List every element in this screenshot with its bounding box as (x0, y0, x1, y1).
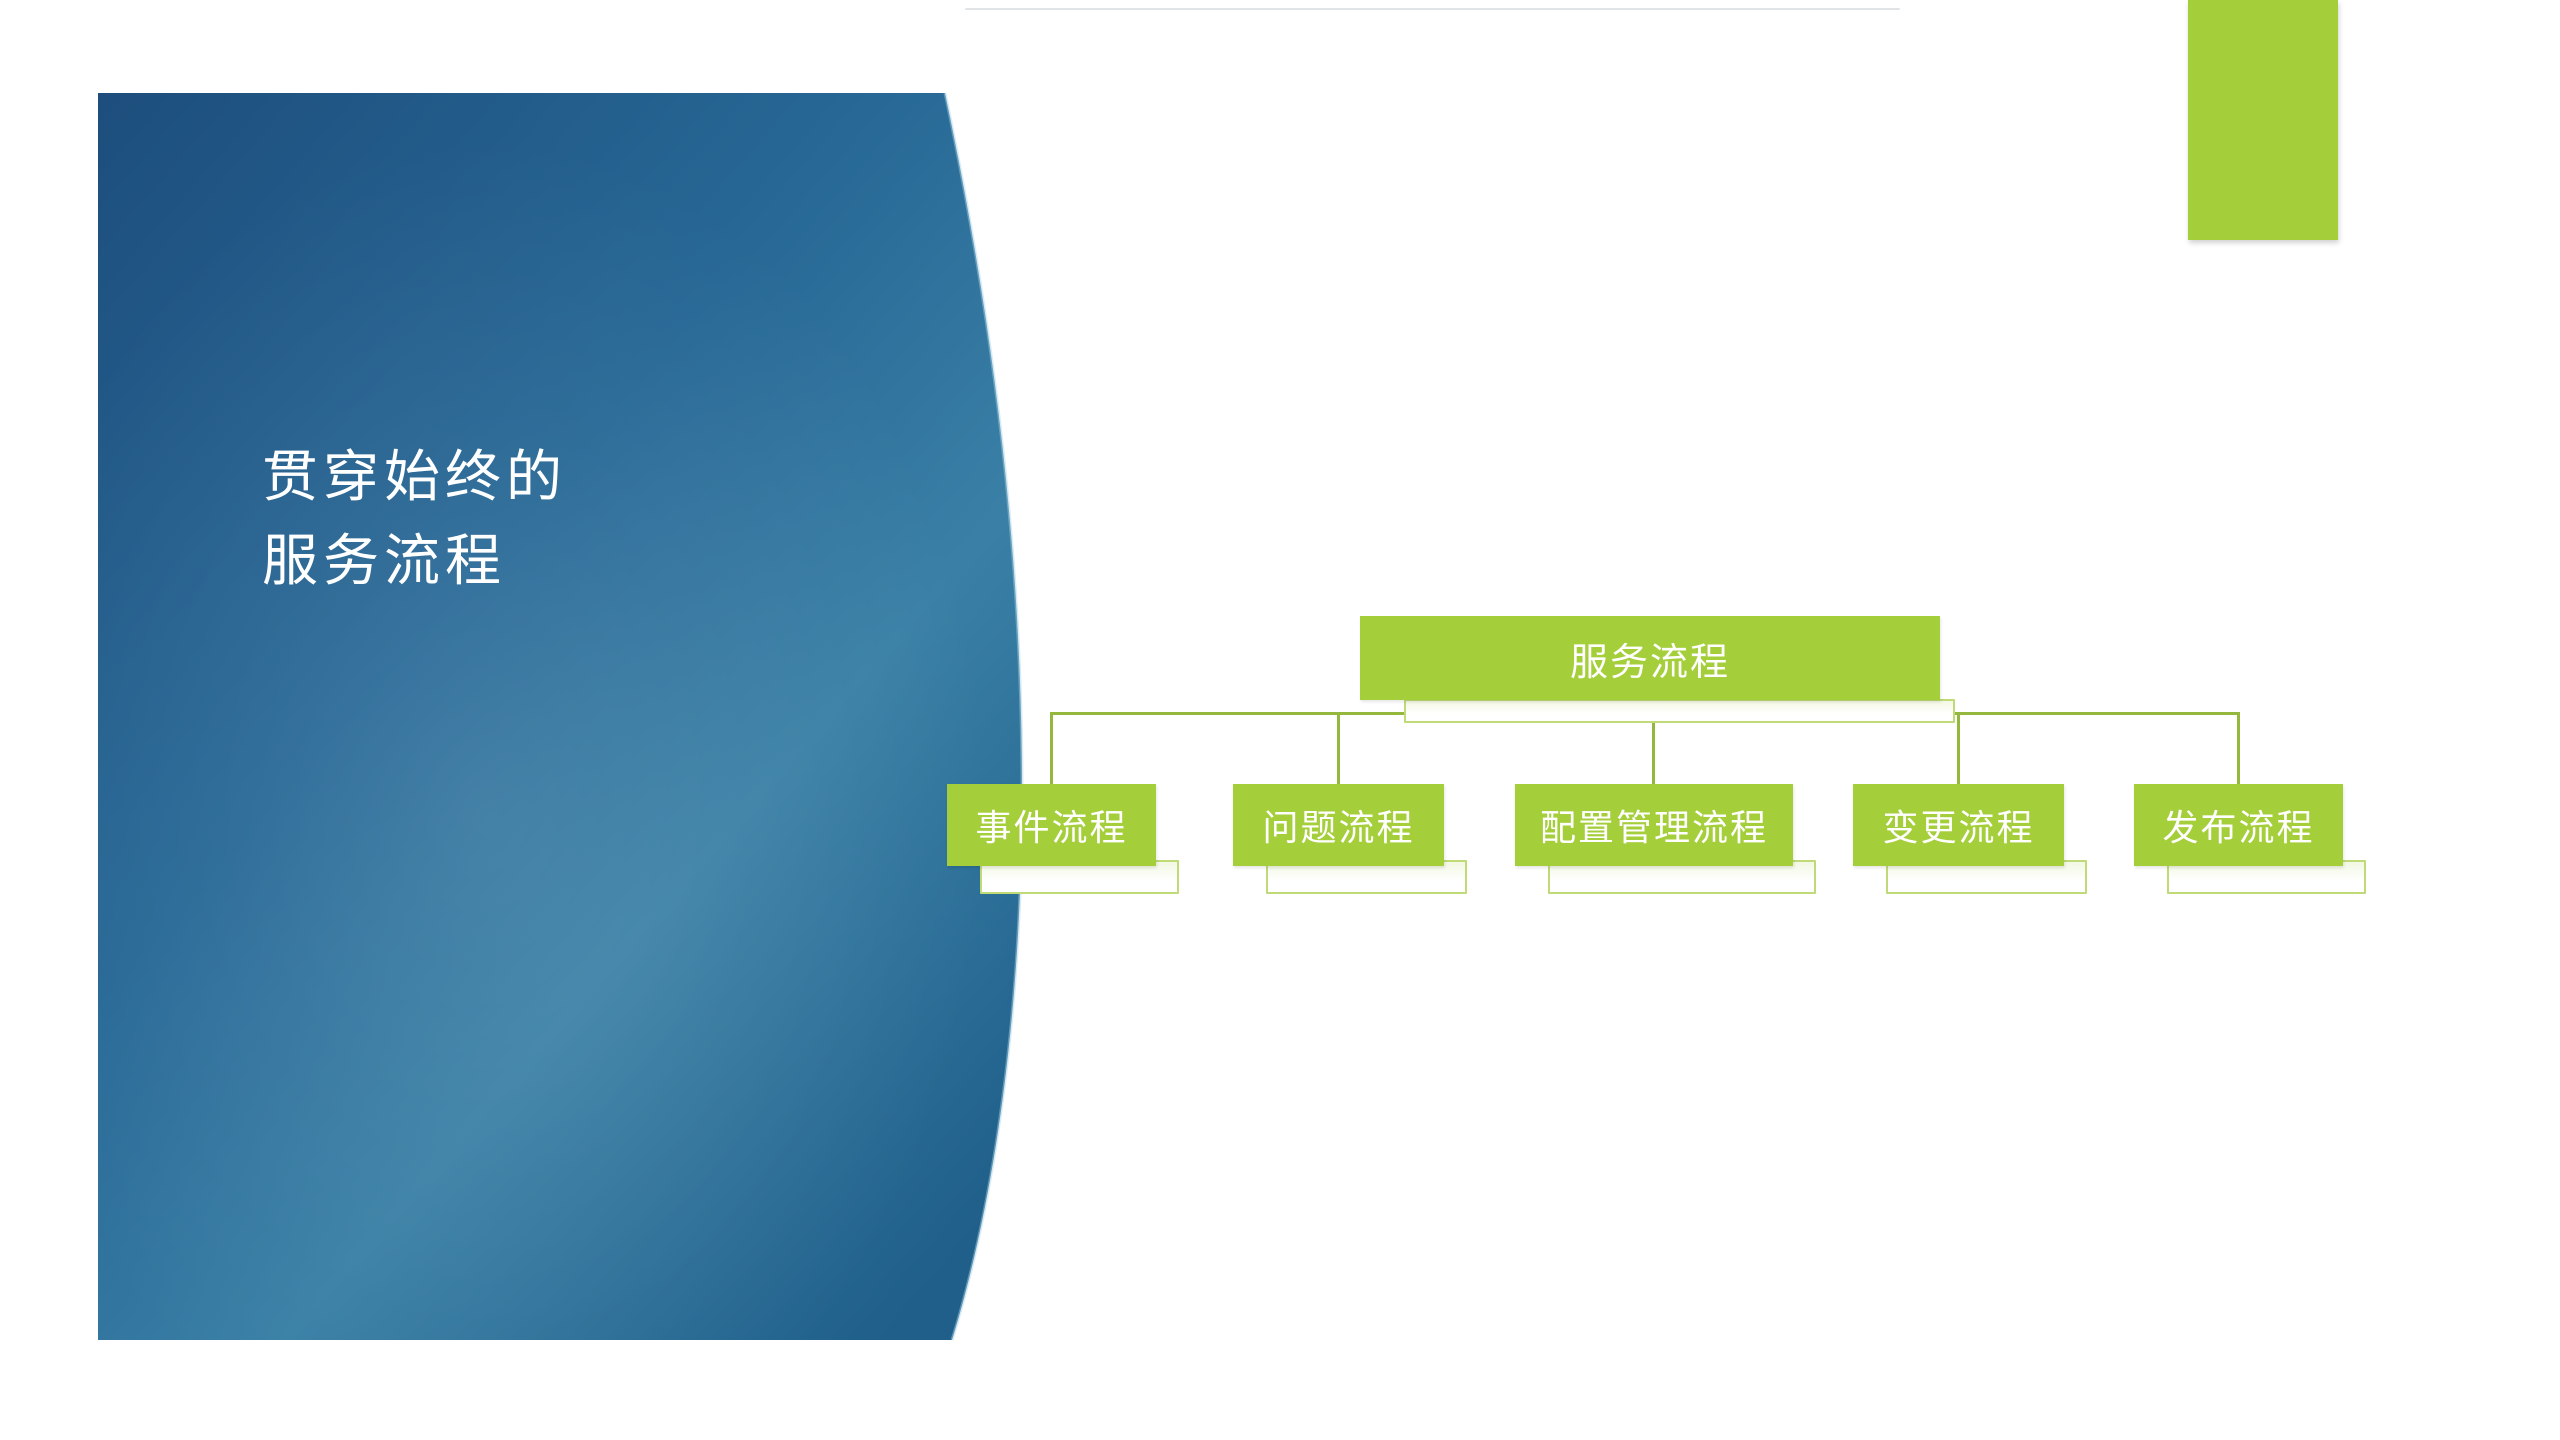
connector-drop-2 (1337, 712, 1340, 786)
org-node-change-process: 变更流程 (1853, 784, 2064, 866)
slide-title: 贯穿始终的 服务流程 (262, 436, 567, 604)
connector-drop-4 (1957, 712, 1960, 786)
org-node-label: 事件流程 (975, 808, 1128, 848)
org-node-label: 问题流程 (1262, 808, 1415, 848)
slide-frame-line (965, 8, 1900, 10)
accent-rectangle (2188, 0, 2338, 240)
org-node-release-process: 发布流程 (2134, 784, 2343, 866)
org-node-root-label: 服务流程 (1569, 641, 1730, 684)
slide-title-line-2: 服务流程 (262, 531, 506, 593)
blue-curved-panel (98, 92, 1024, 1341)
org-node-configuration-process: 配置管理流程 (1515, 784, 1793, 866)
org-node-label: 发布流程 (2162, 808, 2315, 848)
slide-title-line-1: 贯穿始终的 (262, 447, 567, 509)
blue-panel-glow (98, 93, 1022, 1340)
connector-drop-5 (2237, 712, 2240, 786)
org-node-problem-process: 问题流程 (1233, 784, 1444, 866)
connector-drop-3 (1652, 712, 1655, 786)
org-node-incident-process: 事件流程 (947, 784, 1156, 866)
connector-drop-1 (1050, 712, 1053, 786)
org-node-root: 服务流程 (1360, 616, 1940, 700)
node-shadow-bar-root (1404, 699, 1955, 723)
panel-edge-highlight (943, 92, 1024, 1341)
org-node-label: 变更流程 (1882, 808, 2035, 848)
org-node-label: 配置管理流程 (1539, 808, 1768, 848)
